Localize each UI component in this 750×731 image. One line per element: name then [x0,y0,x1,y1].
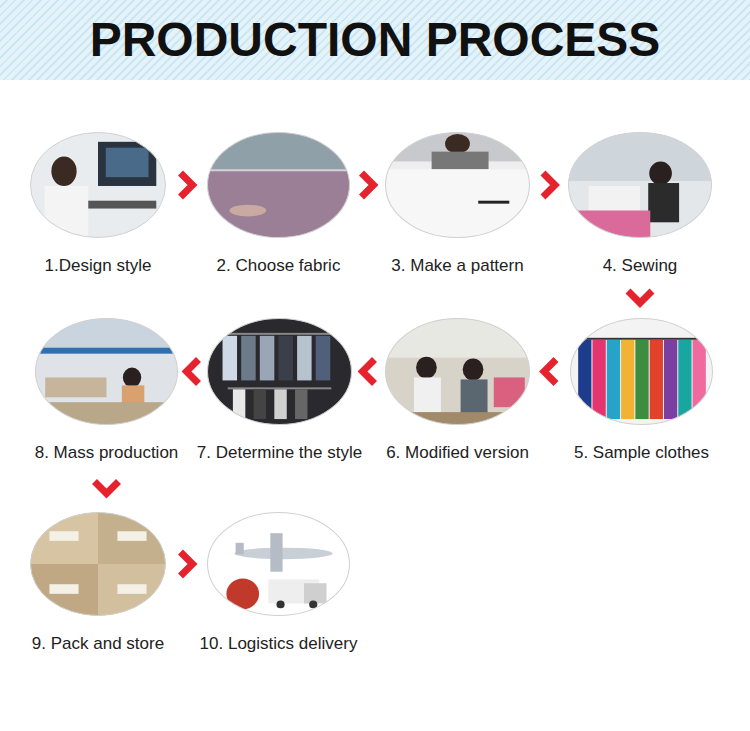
oval-outline [386,132,530,237]
step-label: 10. Logistics delivery [198,634,360,654]
oval-photo [207,318,352,425]
flow-arrow [95,482,119,494]
oval-outline [208,132,350,237]
oval-photo [30,512,166,616]
oval-frame [570,318,713,425]
step-label: 7. Determine the style [195,443,365,463]
oval-outline [208,512,350,615]
oval-photo [568,132,712,238]
oval-frame [568,132,712,238]
oval-frame [30,512,166,616]
oval-outline [30,512,165,615]
step-label: 2. Choose fabric [207,256,350,276]
oval-frame [30,132,166,238]
oval-frame [207,132,350,238]
oval-frame [207,512,350,616]
process-step: 10. Logistics delivery [198,512,360,654]
process-step: 8. Mass production [33,318,181,463]
oval-outline [569,132,712,237]
oval-outline [36,318,178,424]
oval-photo [30,132,166,238]
flow-arrow [543,173,555,197]
step-label: 6. Modified version [384,443,531,463]
flow-arrow [187,360,199,384]
step-label: 1.Design style [30,256,166,276]
oval-photo [35,318,178,425]
oval-photo [385,132,530,238]
process-step: 7. Determine the style [195,318,365,463]
oval-frame [35,318,178,425]
oval-outline [386,318,530,424]
flow-arrow [362,173,374,197]
process-step: 2. Choose fabric [207,132,350,276]
step-label: 4. Sewing [568,256,712,276]
step-label: 5. Sample clothes [570,443,713,463]
oval-photo [207,132,350,238]
flow-arrow [181,552,193,576]
step-label: 9. Pack and store [30,634,167,654]
flow-arrow [363,360,375,384]
oval-outline [208,318,352,424]
process-step: 9. Pack and store [30,512,167,654]
process-step: 3. Make a pattern [385,132,530,276]
flow-arrow [628,291,652,303]
oval-frame [385,318,530,425]
oval-outline [571,318,713,424]
oval-photo [570,318,713,425]
oval-photo [385,318,530,425]
flow-arrow [544,360,556,384]
process-step: 5. Sample clothes [570,318,713,463]
title: PRODUCTION PROCESS [0,0,750,80]
flow-arrow [181,173,193,197]
process-step: 4. Sewing [568,132,712,276]
oval-frame [207,318,352,425]
step-label: 8. Mass production [33,443,181,463]
process-step: 1.Design style [30,132,166,276]
process-step: 6. Modified version [384,318,531,463]
oval-outline [30,132,165,237]
step-label: 3. Make a pattern [385,256,530,276]
oval-photo [207,512,350,616]
oval-frame [385,132,530,238]
